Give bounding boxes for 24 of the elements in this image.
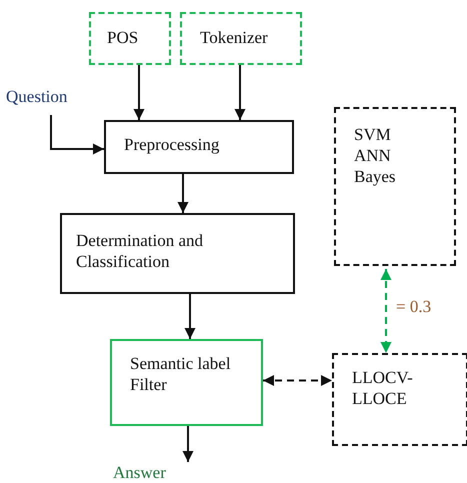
arrow bbox=[178, 174, 188, 213]
arrow bbox=[234, 65, 246, 120]
dashed-box bbox=[334, 107, 456, 266]
box-label: Semantic label Filter bbox=[130, 353, 232, 395]
arrow bbox=[184, 294, 196, 339]
dashed-box bbox=[332, 353, 467, 446]
output-label: Answer bbox=[113, 462, 167, 483]
dashed-box bbox=[180, 12, 302, 65]
box-label: LLOCV- LLOCE bbox=[352, 367, 414, 409]
box-label: SVM ANN Bayes bbox=[354, 124, 397, 187]
arrow bbox=[263, 375, 332, 386]
box-label: Preprocessing bbox=[124, 134, 220, 155]
process-box bbox=[104, 120, 294, 174]
box-label: Tokenizer bbox=[200, 27, 269, 48]
box-label: Determination and Classification bbox=[76, 230, 204, 272]
process-box bbox=[60, 213, 295, 294]
process-box bbox=[110, 339, 263, 426]
arrow bbox=[380, 269, 392, 353]
arrow bbox=[50, 115, 104, 154]
input-label: Question bbox=[6, 86, 68, 107]
arrow bbox=[134, 65, 144, 120]
dashed-box bbox=[89, 12, 171, 65]
box-label: POS bbox=[107, 27, 140, 48]
arrow bbox=[182, 426, 194, 462]
